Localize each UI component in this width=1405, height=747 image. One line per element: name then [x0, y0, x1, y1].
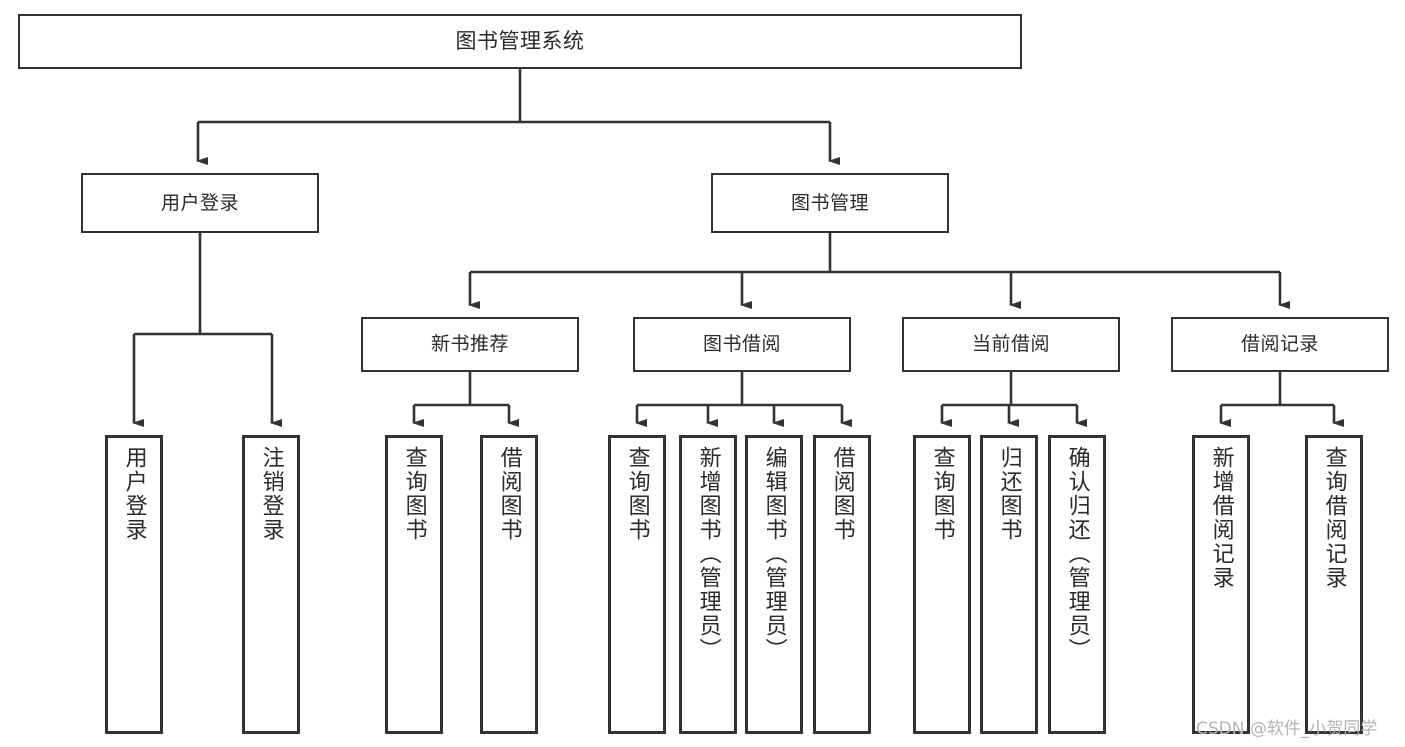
node-leaf-logout-login[interactable]: 注销登录: [242, 435, 300, 734]
node-leaf-edit-book-admin-label: 编辑图书（管理员）: [761, 446, 787, 662]
node-leaf-confirm-return-admin[interactable]: 确认归还（管理员）: [1048, 435, 1106, 734]
node-leaf-user-login-label: 用户登录: [121, 446, 147, 542]
node-leaf-query-book-2-label: 查询图书: [624, 446, 650, 542]
node-leaf-query-book-1[interactable]: 查询图书: [385, 435, 443, 734]
node-borrow-record-label: 借阅记录: [1240, 333, 1319, 356]
node-new-book-recommend[interactable]: 新书推荐: [361, 317, 579, 372]
node-current-borrow-label: 当前借阅: [971, 333, 1050, 356]
node-current-borrow[interactable]: 当前借阅: [902, 317, 1120, 372]
node-leaf-confirm-return-admin-label: 确认归还（管理员）: [1064, 446, 1090, 662]
node-leaf-query-borrow-record-label: 查询借阅记录: [1321, 446, 1347, 590]
node-leaf-query-book-1-label: 查询图书: [401, 446, 427, 542]
node-leaf-query-book-3-label: 查询图书: [929, 446, 955, 542]
node-root[interactable]: 图书管理系统: [18, 14, 1022, 69]
node-new-book-recommend-label: 新书推荐: [430, 333, 509, 356]
node-user-login[interactable]: 用户登录: [81, 173, 319, 233]
node-book-borrow[interactable]: 图书借阅: [633, 317, 851, 372]
node-book-manage-label: 图书管理: [790, 191, 869, 214]
node-leaf-add-borrow-record[interactable]: 新增借阅记录: [1192, 435, 1250, 734]
node-user-login-label: 用户登录: [160, 191, 239, 214]
node-leaf-borrow-book-1[interactable]: 借阅图书: [480, 435, 538, 734]
node-leaf-add-book-admin-label: 新增图书（管理员）: [695, 446, 721, 662]
node-book-borrow-label: 图书借阅: [702, 333, 781, 356]
node-leaf-borrow-book-2[interactable]: 借阅图书: [813, 435, 871, 734]
node-leaf-edit-book-admin[interactable]: 编辑图书（管理员）: [745, 435, 803, 734]
node-leaf-query-borrow-record[interactable]: 查询借阅记录: [1305, 435, 1363, 734]
node-book-manage[interactable]: 图书管理: [711, 173, 949, 233]
node-leaf-query-book-3[interactable]: 查询图书: [913, 435, 971, 734]
node-leaf-user-login[interactable]: 用户登录: [105, 435, 163, 734]
node-root-label: 图书管理系统: [455, 29, 585, 54]
csdn-watermark: CSDN @软件_小贺同学: [1196, 719, 1378, 739]
node-leaf-query-book-2[interactable]: 查询图书: [608, 435, 666, 734]
node-leaf-logout-login-label: 注销登录: [258, 446, 284, 542]
node-leaf-return-book[interactable]: 归还图书: [980, 435, 1038, 734]
node-leaf-add-borrow-record-label: 新增借阅记录: [1208, 446, 1234, 590]
node-leaf-add-book-admin[interactable]: 新增图书（管理员）: [679, 435, 737, 734]
node-borrow-record[interactable]: 借阅记录: [1171, 317, 1389, 372]
node-leaf-borrow-book-1-label: 借阅图书: [496, 446, 522, 542]
node-leaf-return-book-label: 归还图书: [996, 446, 1022, 542]
node-leaf-borrow-book-2-label: 借阅图书: [829, 446, 855, 542]
